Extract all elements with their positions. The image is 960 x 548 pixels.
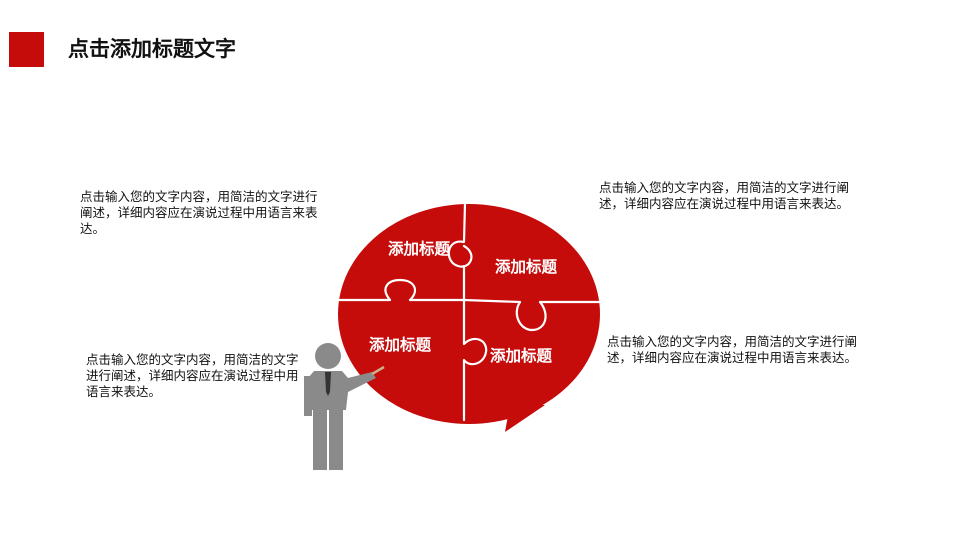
presenter-pointer [371,365,385,376]
seam-vertical-lower [462,298,488,422]
puzzle-piece-label-2[interactable]: 添加标题 [495,257,558,276]
text-block-bottom-right[interactable]: 点击输入您的文字内容，用简洁的文字进行阐述，详细内容应在演说过程中用语言来表达。 [607,334,858,365]
presenter-icon [304,343,385,470]
presenter-torso [308,371,376,410]
bubble-tail [505,405,545,432]
seam-horizontal-right [462,298,602,332]
puzzle-piece-label-3[interactable]: 添加标题 [369,335,432,354]
presenter-tie [325,372,331,396]
presenter-left-arm [304,376,312,416]
text-block-top-left[interactable]: 点击输入您的文字内容，用简洁的文字进行阐述，详细内容应在演说过程中用语言来表达。 [80,189,318,236]
title-accent-square [9,32,44,67]
presenter-left-leg [313,408,327,470]
seam-vertical-upper [447,201,473,302]
puzzle-piece-label-4[interactable]: 添加标题 [490,346,553,365]
text-block-top-right[interactable]: 点击输入您的文字内容，用简洁的文字进行阐述，详细内容应在演说过程中用语言来表达。 [599,180,850,211]
presenter-right-leg [329,408,343,470]
page-title[interactable]: 点击添加标题文字 [68,37,236,61]
puzzle-bubble [338,204,600,432]
text-block-bottom-left[interactable]: 点击输入您的文字内容，用简洁的文字进行阐述，详细内容应在演说过程中用语言来表达。 [86,352,299,399]
puzzle-piece-label-1[interactable]: 添加标题 [388,239,451,258]
presenter-head [315,343,341,369]
seam-horizontal-left [336,278,466,302]
puzzle-seams [336,201,602,422]
bubble-shape [338,204,600,424]
